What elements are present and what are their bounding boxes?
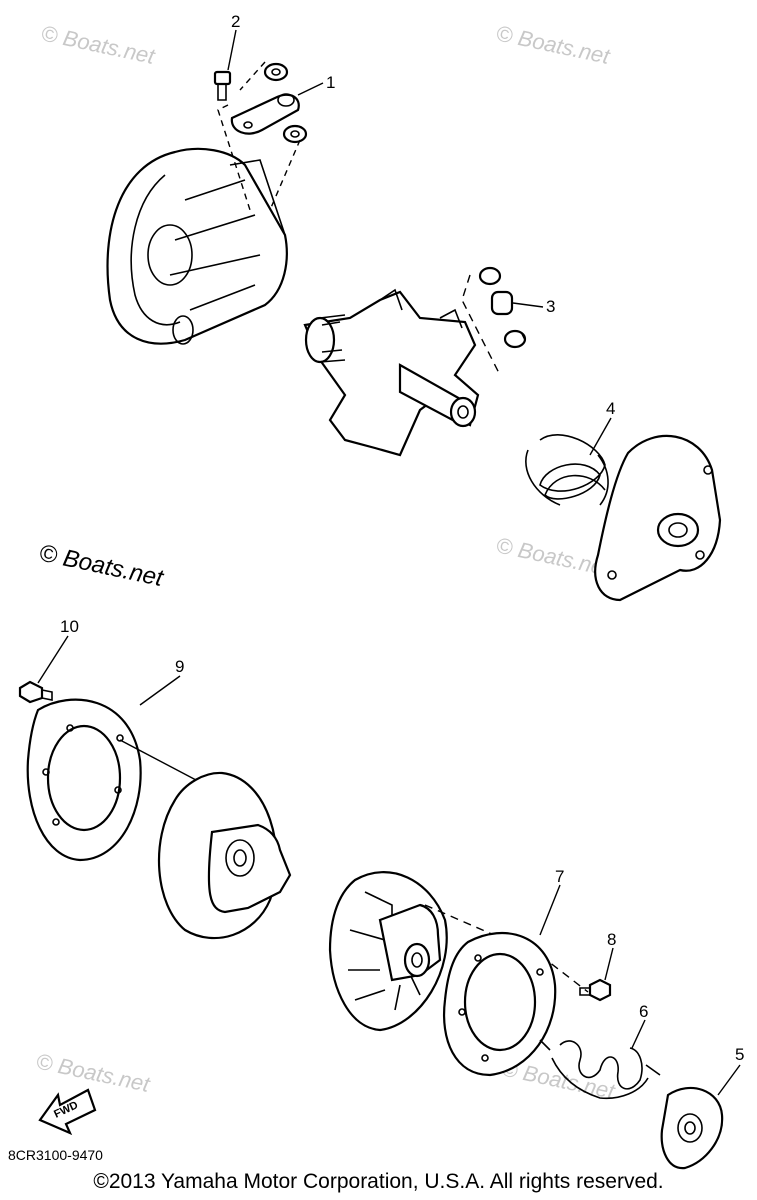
callout-7: 7 [555,867,564,886]
callout-9: 9 [175,657,184,676]
spider-shaft [303,288,480,457]
secondary-sheave [328,871,448,1032]
compression-spring-4 [525,434,609,506]
cam-weight-1 [230,93,300,135]
collar-lower [282,124,308,144]
callout-2: 2 [231,12,240,31]
bolt-2 [213,70,232,101]
callout-6: 6 [639,1002,648,1021]
primary-sheave-housing [106,147,288,345]
watermark-bottom-left: © Boats.net [34,1048,153,1097]
bolt-10 [18,680,53,704]
watermark-top-left: © Boats.net [39,20,158,69]
callout-5: 5 [735,1045,744,1064]
assembly-line-3 [461,274,526,376]
callout-10: 10 [60,617,79,636]
watermark-middle-left: © Boats.net [37,539,167,592]
spider-cover [594,434,722,602]
watermark-top-right: © Boats.net [494,20,613,69]
assembly-line-top [217,61,301,211]
cam-5 [660,1086,724,1170]
callout-3: 3 [546,297,555,316]
movable-sheave-disc [157,771,292,940]
plate-9 [26,698,142,862]
collar-upper [263,62,289,82]
plate-7 [443,932,557,1077]
diagram-code: 8CR3100-9470 [8,1147,103,1163]
torsion-spring-6 [539,1039,661,1100]
bolt-8 [579,978,612,1002]
callout-1: 1 [326,73,335,92]
slider-3-group [478,266,527,349]
leader-lines [37,29,741,1096]
copyright-notice: ©2013 Yamaha Motor Corporation, U.S.A. A… [93,1170,664,1193]
callout-4: 4 [606,399,615,418]
fwd-arrow: FWD [38,1088,97,1136]
callout-8: 8 [607,930,616,949]
